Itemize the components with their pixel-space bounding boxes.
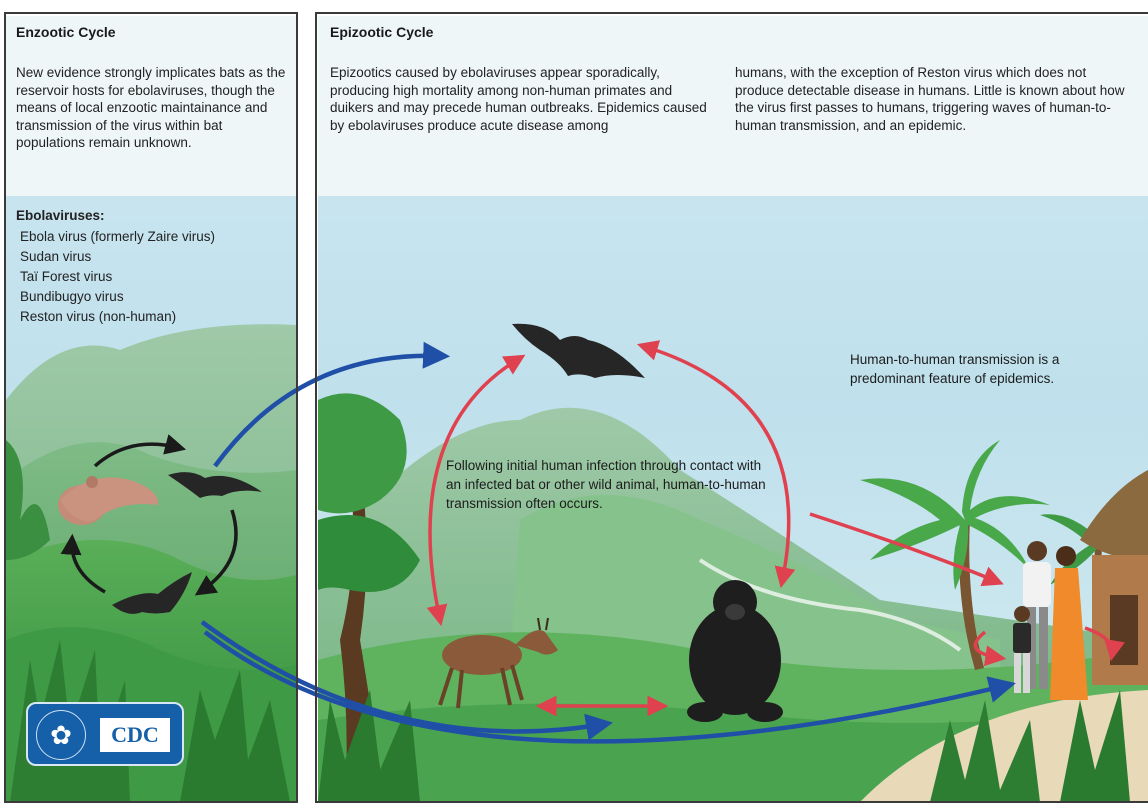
epizootic-description-left: Epizootics caused by ebolaviruses appear… <box>330 64 715 134</box>
hhs-seal-icon: ✿ <box>36 710 86 760</box>
epizootic-description-right: humans, with the exception of Reston vir… <box>735 64 1125 134</box>
ebolavirus-list-heading: Ebolaviruses: <box>16 206 288 226</box>
top-strip <box>0 0 1148 10</box>
ebolavirus-list-item: Ebola virus (formerly Zaire virus) <box>16 227 288 247</box>
ebolavirus-list: Ebolaviruses: Ebola virus (formerly Zair… <box>16 206 288 327</box>
epizootic-title: Epizootic Cycle <box>330 24 433 40</box>
enzootic-title: Enzootic Cycle <box>16 24 116 40</box>
cdc-logo: ✿ CDC <box>26 702 184 766</box>
human-transmission-caption: Human-to-human transmission is a predomi… <box>850 350 1130 388</box>
ebolavirus-list-item: Reston virus (non-human) <box>16 307 288 327</box>
ebolavirus-list-item: Bundibugyo virus <box>16 287 288 307</box>
cdc-logo-label: CDC <box>100 718 170 752</box>
ebolavirus-list-item: Sudan virus <box>16 247 288 267</box>
human-infection-caption: Following initial human infection throug… <box>446 456 776 513</box>
ebolavirus-list-item: Taï Forest virus <box>16 267 288 287</box>
enzootic-description: New evidence strongly implicates bats as… <box>16 64 286 152</box>
